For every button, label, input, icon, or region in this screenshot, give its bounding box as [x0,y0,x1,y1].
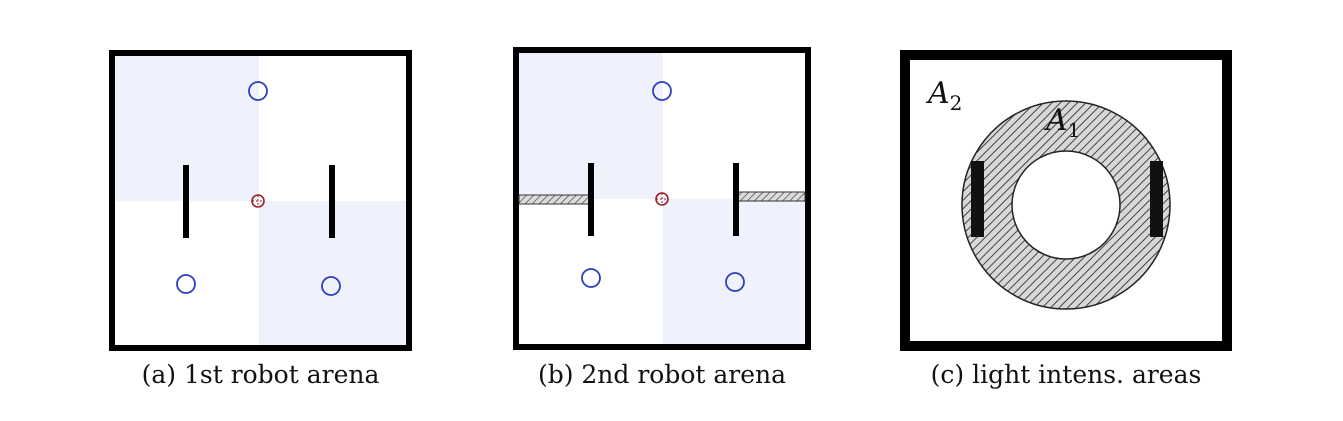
arena-b-target-bottom-right [725,272,745,292]
arena-b-hatched-barrier-left [518,194,591,205]
area-label-a1-letter: A [1046,103,1068,138]
area-label-a1: A1 [1046,103,1080,142]
area-label-a2: A2 [928,76,962,115]
arena-b-target-top [652,81,672,101]
arena-b-hatched-barrier-right [737,191,806,202]
arena-b-target-bottom-left [581,268,601,288]
arena-b [513,47,811,350]
arena-a-target-bottom-left [176,274,196,294]
area-label-a2-letter: A [928,76,950,111]
area-label-a1-sub: 1 [1067,118,1081,142]
arena-a-wall-right [329,165,335,238]
arena-a-frame [109,50,412,351]
caption-a: (a) 1st robot arena [141,360,380,389]
arena-b-robot-marker [655,192,669,206]
arena-c-wall-left [971,161,984,237]
arena-a-robot-marker [251,194,265,208]
arena-c-wall-right [1150,161,1163,237]
caption-c: (c) light intens. areas [930,360,1202,389]
arena-c [900,50,1232,351]
arena-b-wall-right [733,163,739,236]
arena-b-wall-left [588,163,594,236]
arena-a-target-top [248,81,268,101]
arena-c-annulus-a1 [961,100,1171,310]
area-label-a2-sub: 2 [949,91,963,115]
arena-a-wall-left [183,165,189,238]
caption-b: (b) 2nd robot arena [537,360,787,389]
arena-a-target-bottom-right [321,276,341,296]
arena-c-frame [900,50,1232,351]
arena-b-frame [513,47,811,350]
arena-a [109,50,412,351]
